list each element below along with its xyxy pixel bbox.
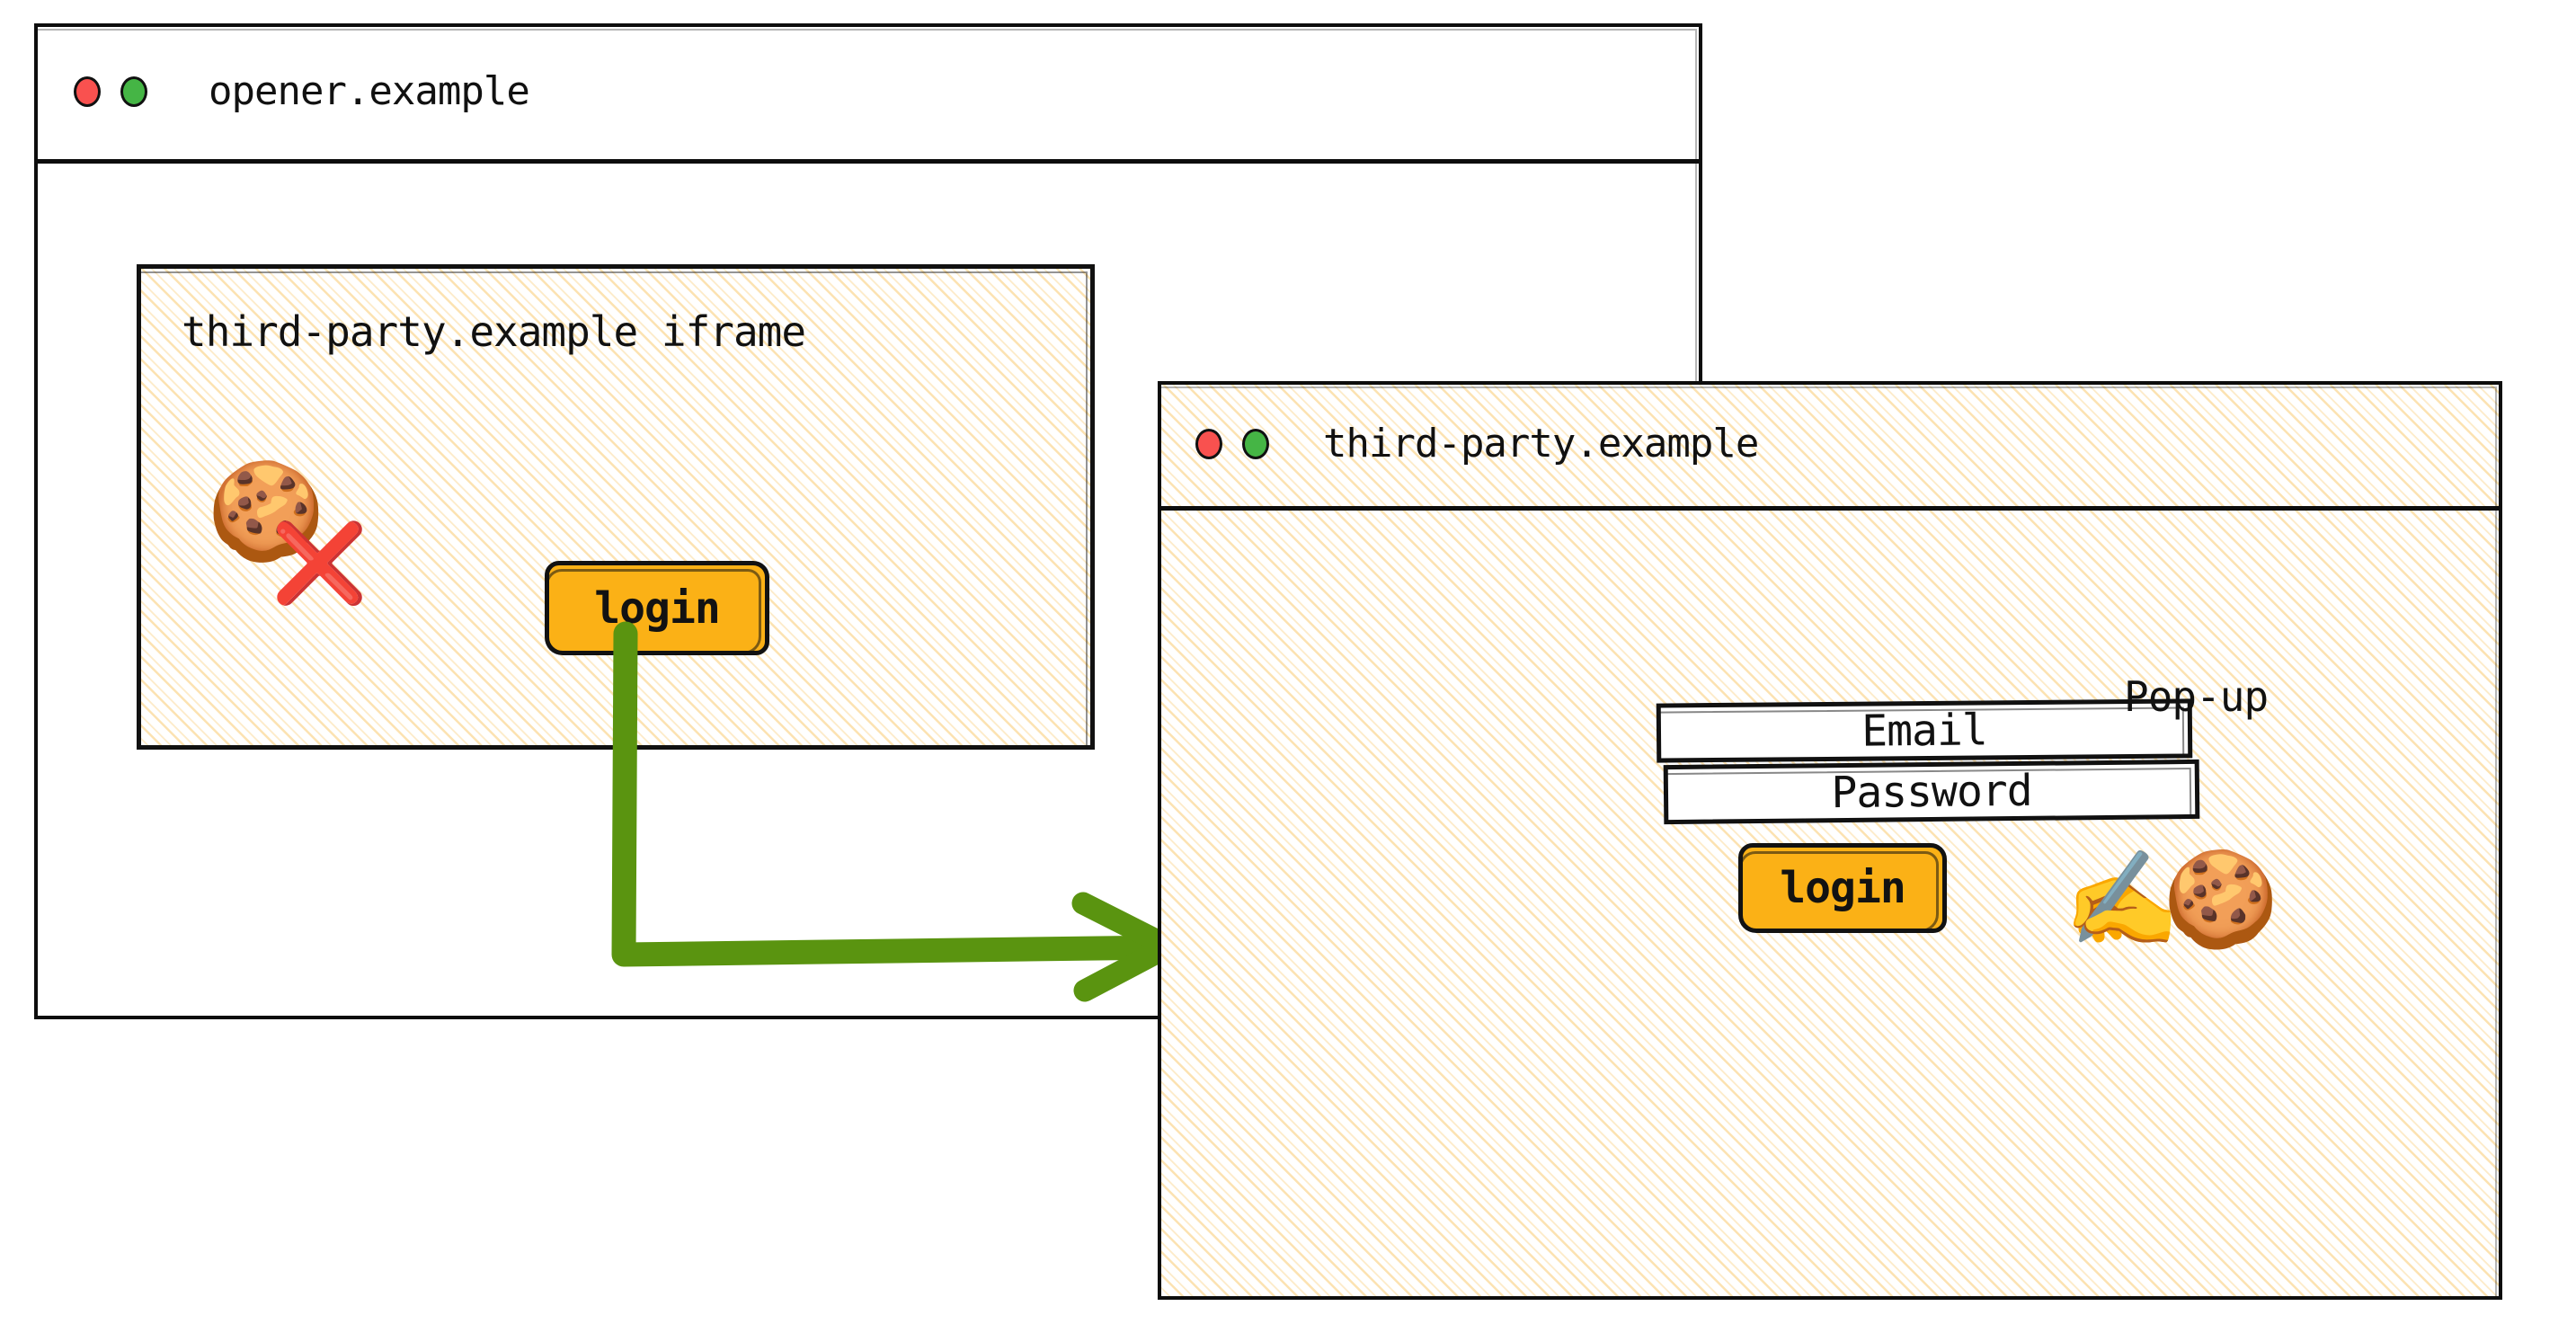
maximize-window-icon[interactable] [120,76,147,107]
popup-annotation-label: Pop-up [2124,672,2269,721]
close-window-icon[interactable] [1195,428,1222,459]
opener-titlebar: opener.example [34,23,1702,164]
popup-login-button[interactable]: login [1738,843,1947,933]
email-field[interactable]: Email [1656,698,2193,763]
password-field-label: Password [1831,765,2032,819]
cookie-icon: 🍪 [2163,844,2279,954]
popup-traffic-lights [1195,428,1269,459]
popup-login-button-label: login [1780,863,1905,913]
writing-hand-icon: ✍️ [2064,844,2181,954]
email-field-label: Email [1861,705,1987,757]
iframe-label: third-party.example iframe [182,307,806,356]
cookie-icon: 🍪 [207,456,325,566]
iframe-login-button-label: login [594,582,720,634]
popup-window: third-party.example Email Password login… [1158,381,2502,1300]
iframe-login-button[interactable]: login [545,561,769,655]
popup-window-title: third-party.example [1323,421,1759,467]
maximize-window-icon[interactable] [1242,428,1269,459]
cookie-blocked-cross-icon: ❌ [271,519,369,609]
popup-window-border [1158,381,2502,1300]
password-field[interactable]: Password [1663,759,2200,825]
opener-traffic-lights [74,76,147,107]
opener-window-title: opener.example [209,68,530,114]
third-party-iframe: third-party.example iframe 🍪 ❌ [137,264,1095,750]
close-window-icon[interactable] [74,76,101,107]
popup-titlebar: third-party.example [1158,381,2502,511]
